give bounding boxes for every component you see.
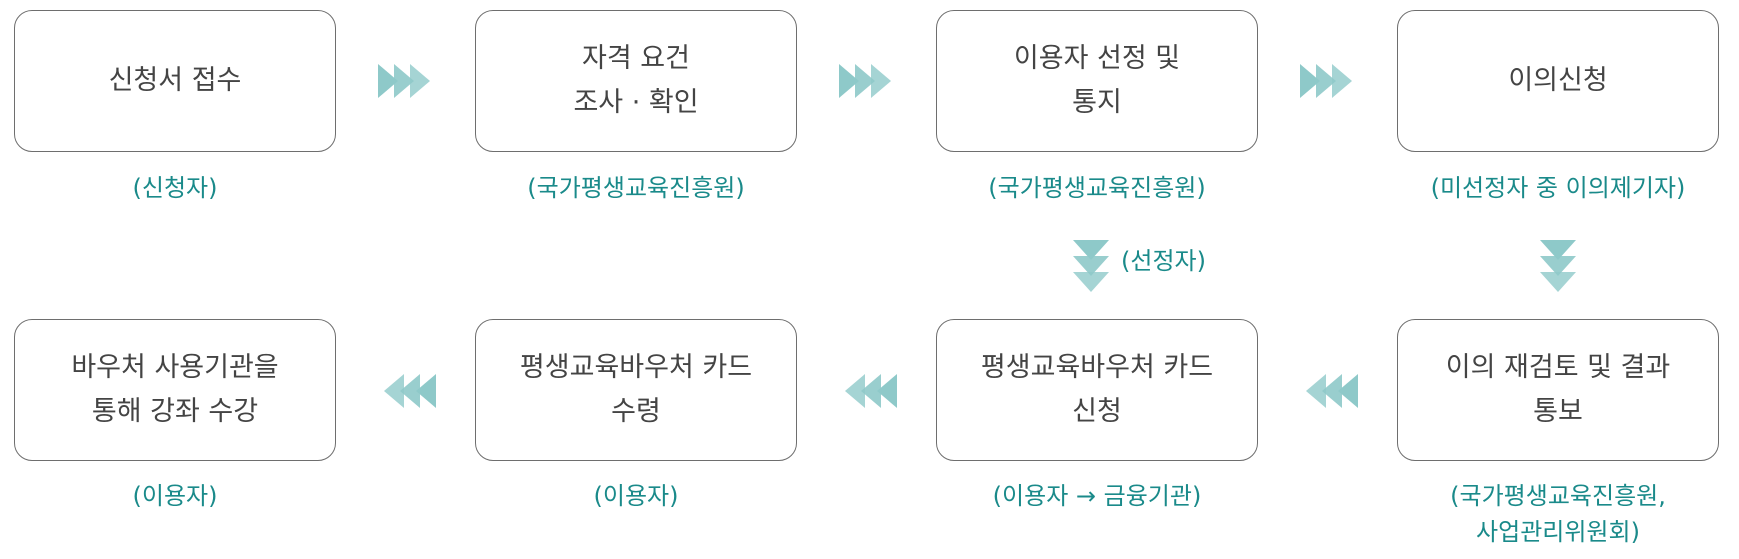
- step-box-application-receipt: 신청서 접수: [14, 10, 336, 152]
- step-box-card-receipt: 평생교육바우처 카드 수령: [475, 319, 797, 461]
- selected-note: (선정자): [1121, 247, 1206, 275]
- step-label: 수령: [611, 396, 661, 427]
- step-box-eligibility-check: 자격 요건 조사 · 확인: [475, 10, 797, 152]
- step-label: 조사 · 확인: [573, 87, 699, 118]
- triple-chevron-down-icon: [1073, 240, 1109, 296]
- step-box-course-attendance: 바우처 사용기관을 통해 강좌 수강: [14, 319, 336, 461]
- triple-chevron-right-icon: [1300, 64, 1358, 98]
- step-box-user-selection-notice: 이용자 선정 및 통지: [936, 10, 1258, 152]
- step-box-objection-review: 이의 재검토 및 결과 통보: [1397, 319, 1719, 461]
- step-label: 통보: [1533, 396, 1583, 427]
- step-label: 신청: [1072, 396, 1122, 427]
- triple-chevron-right-icon: [378, 64, 436, 98]
- step-label: 평생교육바우처 카드: [519, 352, 753, 383]
- step-label: 바우처 사용기관을: [71, 352, 279, 383]
- step-label: 평생교육바우처 카드: [980, 352, 1214, 383]
- step-actor: (국가평생교육진흥원, 사업관리위원회): [1450, 482, 1666, 546]
- step-label: 신청서 접수: [108, 65, 242, 96]
- step-actor: (이용자): [132, 482, 218, 510]
- triple-chevron-down-icon: [1540, 240, 1576, 296]
- step-label: 통해 강좌 수강: [91, 396, 259, 427]
- step-label: 통지: [1072, 87, 1122, 118]
- triple-chevron-left-icon: [1300, 374, 1358, 408]
- step-actor: (이용자): [593, 482, 679, 510]
- step-box-card-application: 평생교육바우처 카드 신청: [936, 319, 1258, 461]
- step-label: 이의 재검토 및 결과: [1445, 352, 1671, 383]
- step-actor: (이용자 → 금융기관): [992, 482, 1202, 510]
- step-actor: (신청자): [132, 174, 218, 202]
- step-actor: (국가평생교육진흥원): [988, 174, 1206, 202]
- step-actor: (국가평생교육진흥원): [527, 174, 745, 202]
- step-label: 자격 요건: [582, 43, 690, 74]
- step-label: 이용자 선정 및: [1013, 43, 1181, 74]
- step-label: 이의신청: [1508, 65, 1608, 96]
- step-actor: (미선정자 중 이의제기자): [1430, 174, 1686, 202]
- triple-chevron-left-icon: [378, 374, 436, 408]
- step-box-objection: 이의신청: [1397, 10, 1719, 152]
- triple-chevron-right-icon: [839, 64, 897, 98]
- triple-chevron-left-icon: [839, 374, 897, 408]
